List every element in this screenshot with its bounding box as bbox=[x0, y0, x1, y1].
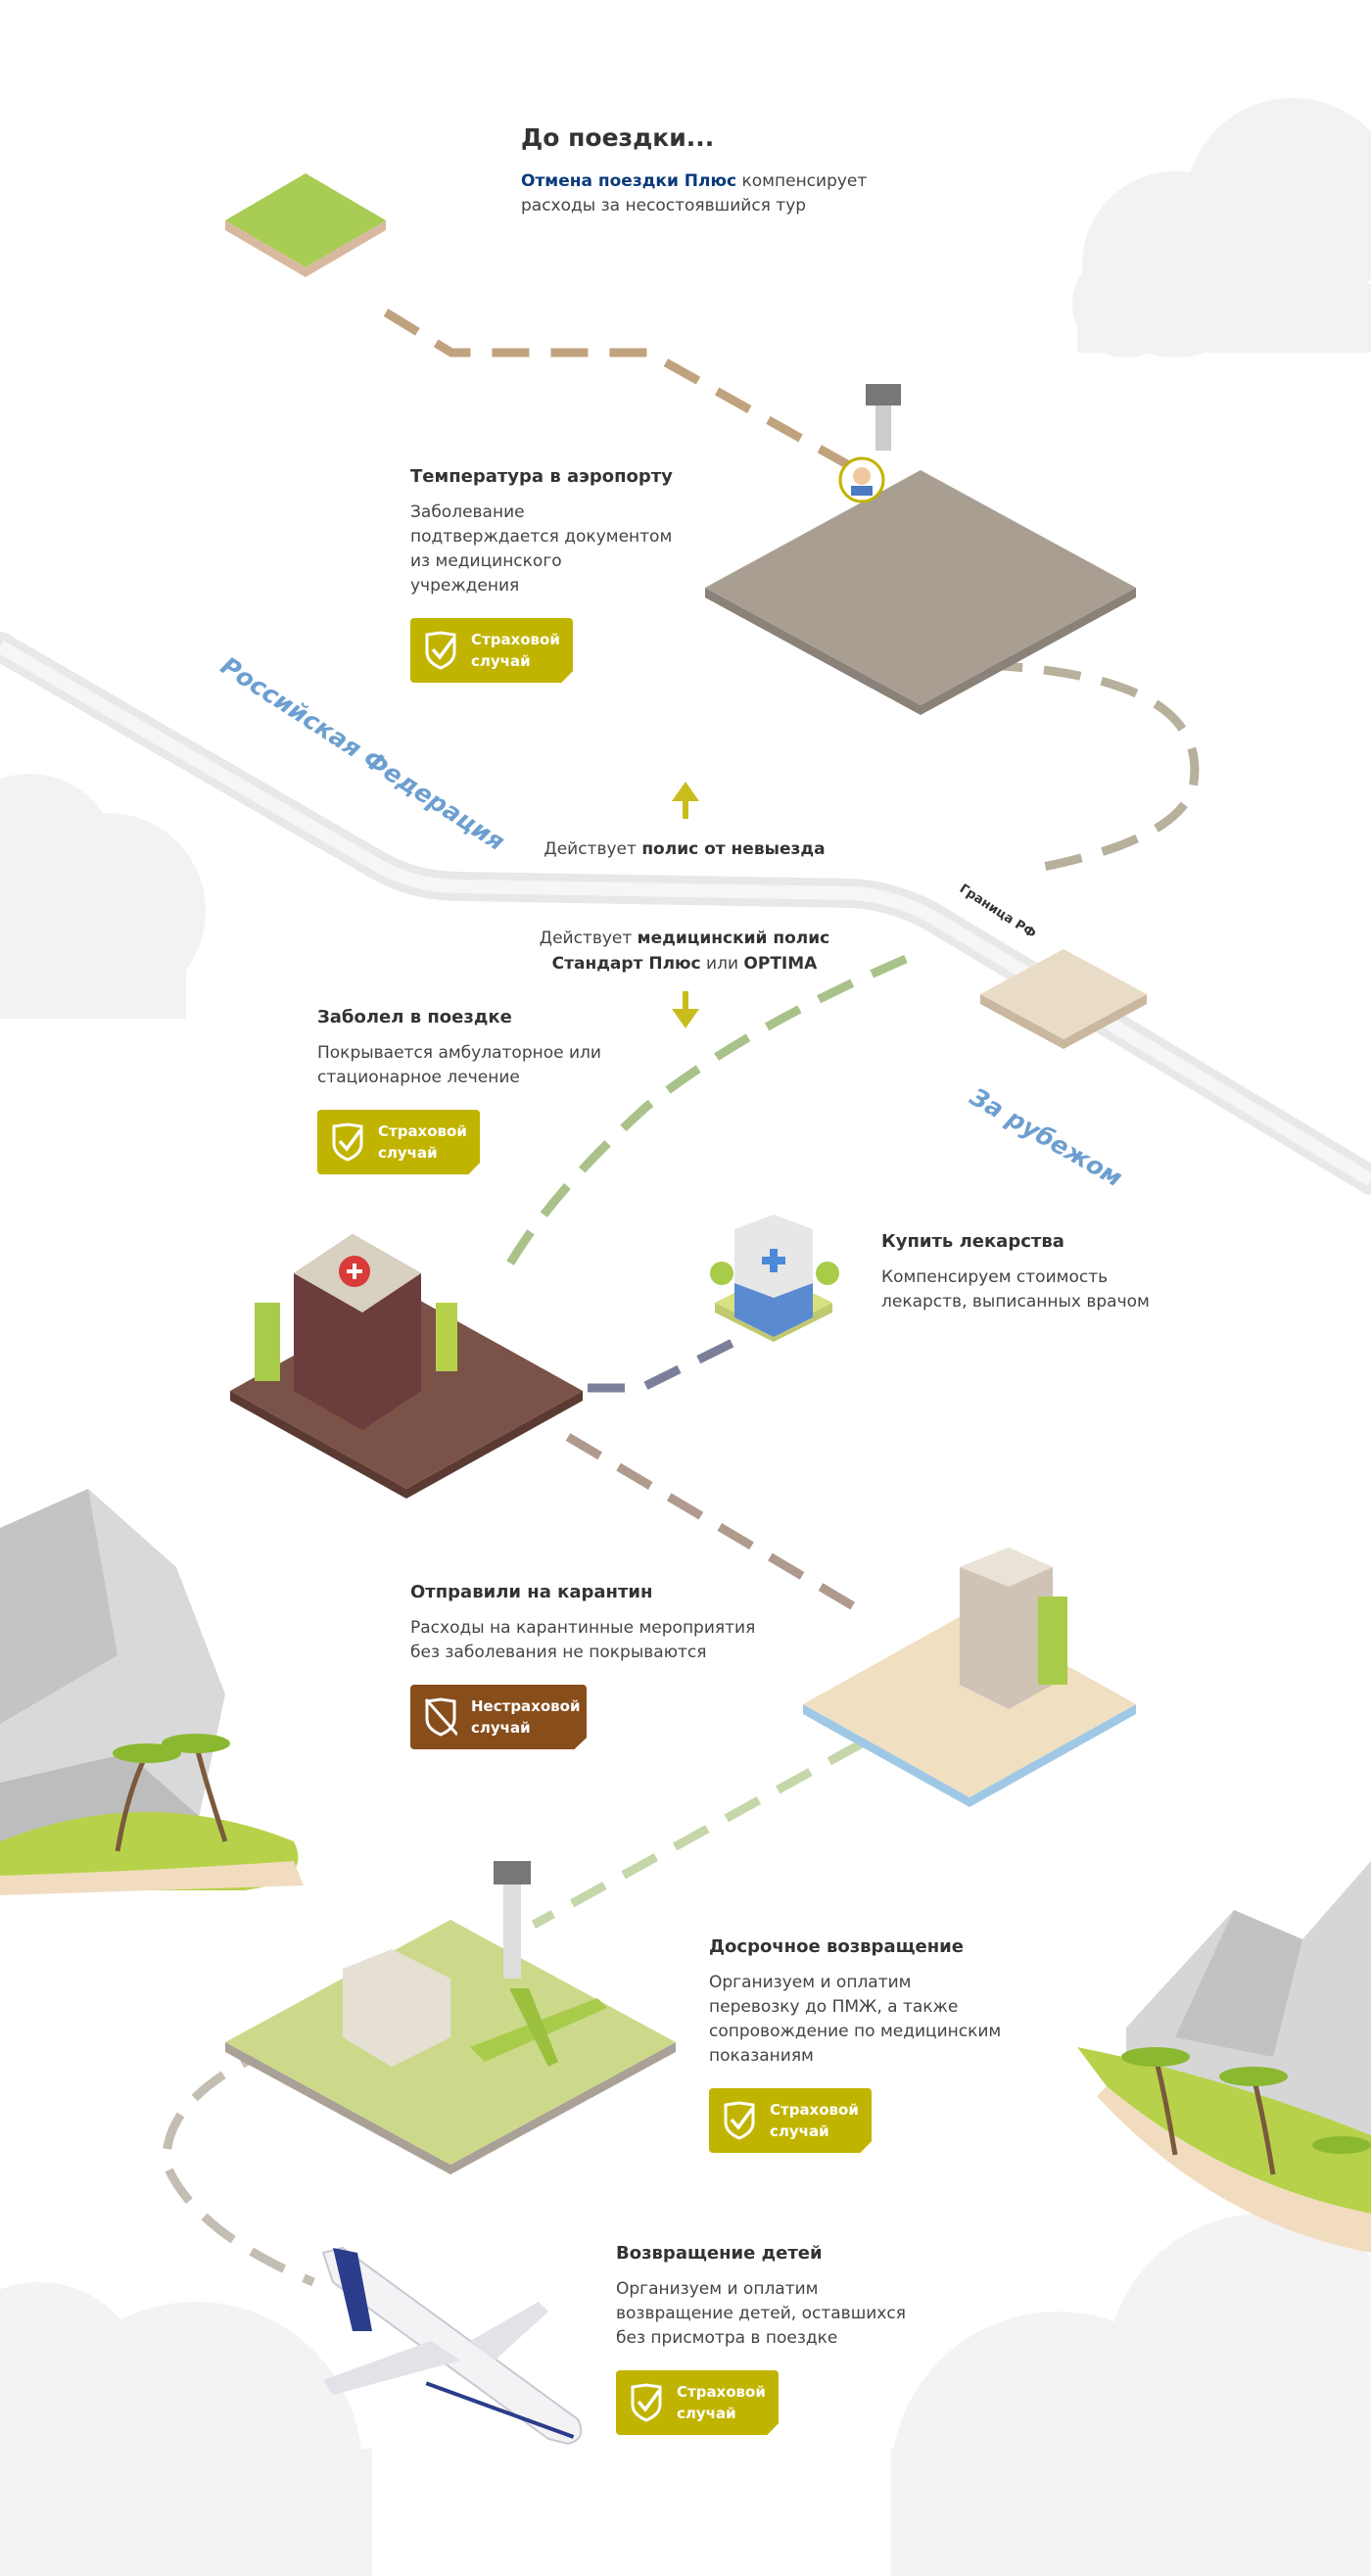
policy-name: медицинский полис bbox=[637, 929, 830, 948]
step-early-return: Досрочное возвращение Организуем и оплат… bbox=[709, 1936, 1003, 2153]
step-ill-on-trip: Заболел в поездке Покрывается амбулаторн… bbox=[317, 1007, 611, 1174]
cloud-left bbox=[0, 774, 206, 1019]
policy-prefix: Действует bbox=[539, 929, 638, 948]
step-children-return: Возвращение детей Организуем и оплатим в… bbox=[616, 2243, 910, 2435]
abroad-policy-note: Действует медицинский полис Стандарт Плю… bbox=[489, 926, 880, 977]
insured-badge: Страховой случай bbox=[616, 2370, 779, 2435]
badge-label: Страховой случай bbox=[471, 631, 560, 670]
step-text: Покрывается амбулаторное или стационарно… bbox=[317, 1043, 601, 1087]
palm-trees bbox=[115, 1742, 1276, 2175]
border-checkpoint bbox=[980, 949, 1147, 1049]
mountains-right bbox=[1077, 1861, 1371, 2253]
hospital-building bbox=[255, 1234, 457, 1430]
step-title: Досрочное возвращение bbox=[709, 1936, 964, 1957]
domestic-policy-note: Действует полис от невыезда bbox=[489, 836, 880, 862]
step-title: Температура в аэропорту bbox=[410, 466, 673, 487]
pharmacy-building bbox=[710, 1215, 839, 1337]
airport-scene bbox=[705, 470, 1136, 715]
cloud-bottom-right bbox=[891, 2214, 1371, 2576]
step-title: Купить лекарства bbox=[881, 1231, 1064, 1252]
step-title: Отправили на карантин bbox=[410, 1582, 653, 1602]
trip-cancel-plus-link[interactable]: Отмена поездки Плюс bbox=[521, 171, 737, 191]
mountains-left bbox=[0, 1489, 304, 1895]
shield-check-icon bbox=[332, 1122, 363, 1162]
policy-name: полис от невыезда bbox=[641, 839, 826, 859]
badge-label: Страховой случай bbox=[677, 2383, 766, 2422]
step-text: Заболевание подтверждается документом из… bbox=[410, 502, 673, 596]
arrow-up-icon bbox=[672, 782, 699, 819]
route-border-hospital bbox=[500, 954, 908, 1276]
arrow-down-icon bbox=[672, 991, 699, 1028]
border-road bbox=[0, 632, 1371, 1195]
return-airport-scene bbox=[225, 1920, 676, 2174]
not-insured-badge: Нестраховой случай bbox=[410, 1685, 587, 1749]
step-title: Заболел в поездке bbox=[317, 1007, 512, 1027]
shield-check-icon bbox=[724, 2101, 755, 2140]
route-beach-airport bbox=[531, 1740, 865, 1929]
shield-crossed-icon bbox=[424, 1697, 457, 1737]
policy-name: Стандарт Плюс bbox=[551, 954, 701, 974]
step-quarantine: Отправили на карантин Расходы на каранти… bbox=[410, 1582, 763, 1749]
policy-connector: или bbox=[700, 954, 744, 974]
route-hospital-pharmacy bbox=[588, 1337, 736, 1393]
insured-badge: Страховой случай bbox=[709, 2088, 872, 2153]
policy-name: OPTIMA bbox=[743, 954, 818, 974]
hotel-building bbox=[960, 1548, 1067, 1709]
badge-label: Страховой случай bbox=[770, 2101, 859, 2140]
step-buy-medicine: Купить лекарства Компенсируем стоимость … bbox=[881, 1231, 1156, 1314]
route-house-airport bbox=[383, 309, 857, 472]
insured-badge: Страховой случай bbox=[317, 1110, 480, 1174]
intro-text: компенсирует расходы за несостоявшийся т… bbox=[521, 171, 868, 215]
airplane bbox=[321, 2246, 583, 2446]
step-text: Организуем и оплатим перевозку до ПМЖ, а… bbox=[709, 1973, 1002, 2066]
policy-prefix: Действует bbox=[544, 839, 642, 859]
return-airport bbox=[343, 1861, 607, 2067]
step-text: Компенсируем стоимость лекарств, выписан… bbox=[881, 1267, 1150, 1312]
badge-label: Нестраховой случай bbox=[471, 1697, 581, 1737]
cloud-bottom-left bbox=[0, 2282, 372, 2576]
badge-label: Страховой случай bbox=[378, 1122, 467, 1162]
shield-check-icon bbox=[425, 631, 456, 670]
intro-section: До поездки... Отмена поездки Плюс компен… bbox=[521, 123, 893, 218]
route-airport-border bbox=[984, 660, 1200, 875]
insured-badge: Страховой случай bbox=[410, 618, 573, 683]
intro-title: До поездки... bbox=[521, 123, 715, 152]
cloud-top-right bbox=[1072, 98, 1371, 358]
step-text: Организуем и оплатим возвращение детей, … bbox=[616, 2279, 906, 2348]
shield-check-icon bbox=[631, 2383, 662, 2422]
step-airport-temperature: Температура в аэропорту Заболевание подт… bbox=[410, 466, 675, 683]
step-text: Расходы на карантинные мероприятия без з… bbox=[410, 1618, 756, 1662]
step-title: Возвращение детей bbox=[616, 2243, 823, 2264]
house-scene bbox=[225, 173, 386, 277]
